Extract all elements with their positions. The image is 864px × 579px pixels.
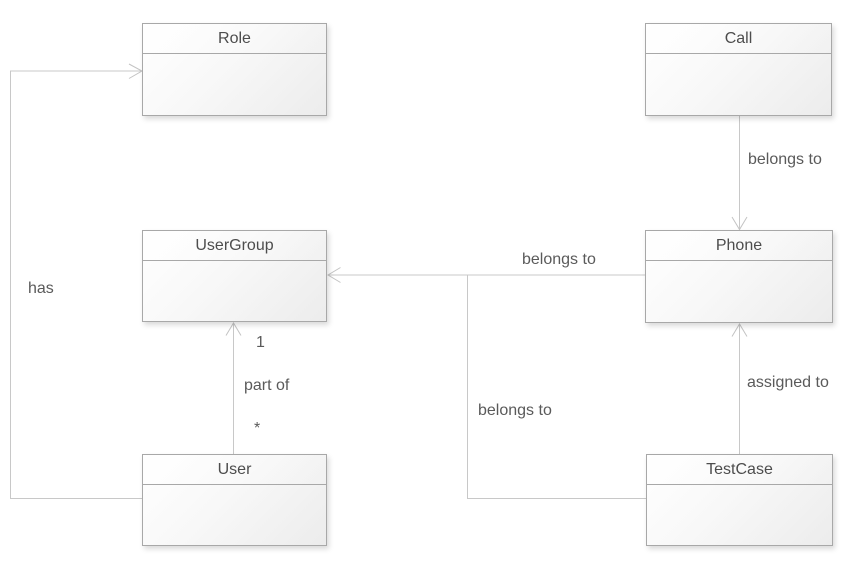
class-box-user[interactable]: User <box>142 454 327 546</box>
arrowhead-phone-usergroup <box>327 267 341 283</box>
class-title-testcase: TestCase <box>647 455 832 485</box>
edge-label-belongs-to-phone-usergroup: belongs to <box>522 251 596 268</box>
arrowhead-user-usergroup <box>225 322 242 336</box>
edge-label-part-of: part of <box>244 377 290 394</box>
class-title-call: Call <box>646 24 831 54</box>
multiplicity-source-user-usergroup: * <box>254 420 261 437</box>
multiplicity-target-user-usergroup: 1 <box>256 334 265 351</box>
class-title-phone: Phone <box>646 231 832 261</box>
class-title-user: User <box>143 455 326 485</box>
class-box-call[interactable]: Call <box>645 23 832 116</box>
class-box-usergroup[interactable]: UserGroup <box>142 230 327 322</box>
class-title-usergroup: UserGroup <box>143 231 326 261</box>
class-title-role: Role <box>143 24 326 54</box>
edge-label-belongs-to-call-phone: belongs to <box>748 151 822 168</box>
edge-label-belongs-to-testcase-usergroup: belongs to <box>478 402 552 419</box>
connector-testcase-usergroup[interactable] <box>467 275 647 499</box>
arrowhead-testcase-phone <box>731 323 748 337</box>
class-box-phone[interactable]: Phone <box>645 230 833 323</box>
class-box-role[interactable]: Role <box>142 23 327 116</box>
edge-label-has: has <box>28 280 54 297</box>
class-box-testcase[interactable]: TestCase <box>646 454 833 546</box>
arrowhead-call-phone <box>731 216 748 231</box>
connector-user-role[interactable] <box>10 70 143 499</box>
edge-label-assigned-to: assigned to <box>747 374 829 391</box>
